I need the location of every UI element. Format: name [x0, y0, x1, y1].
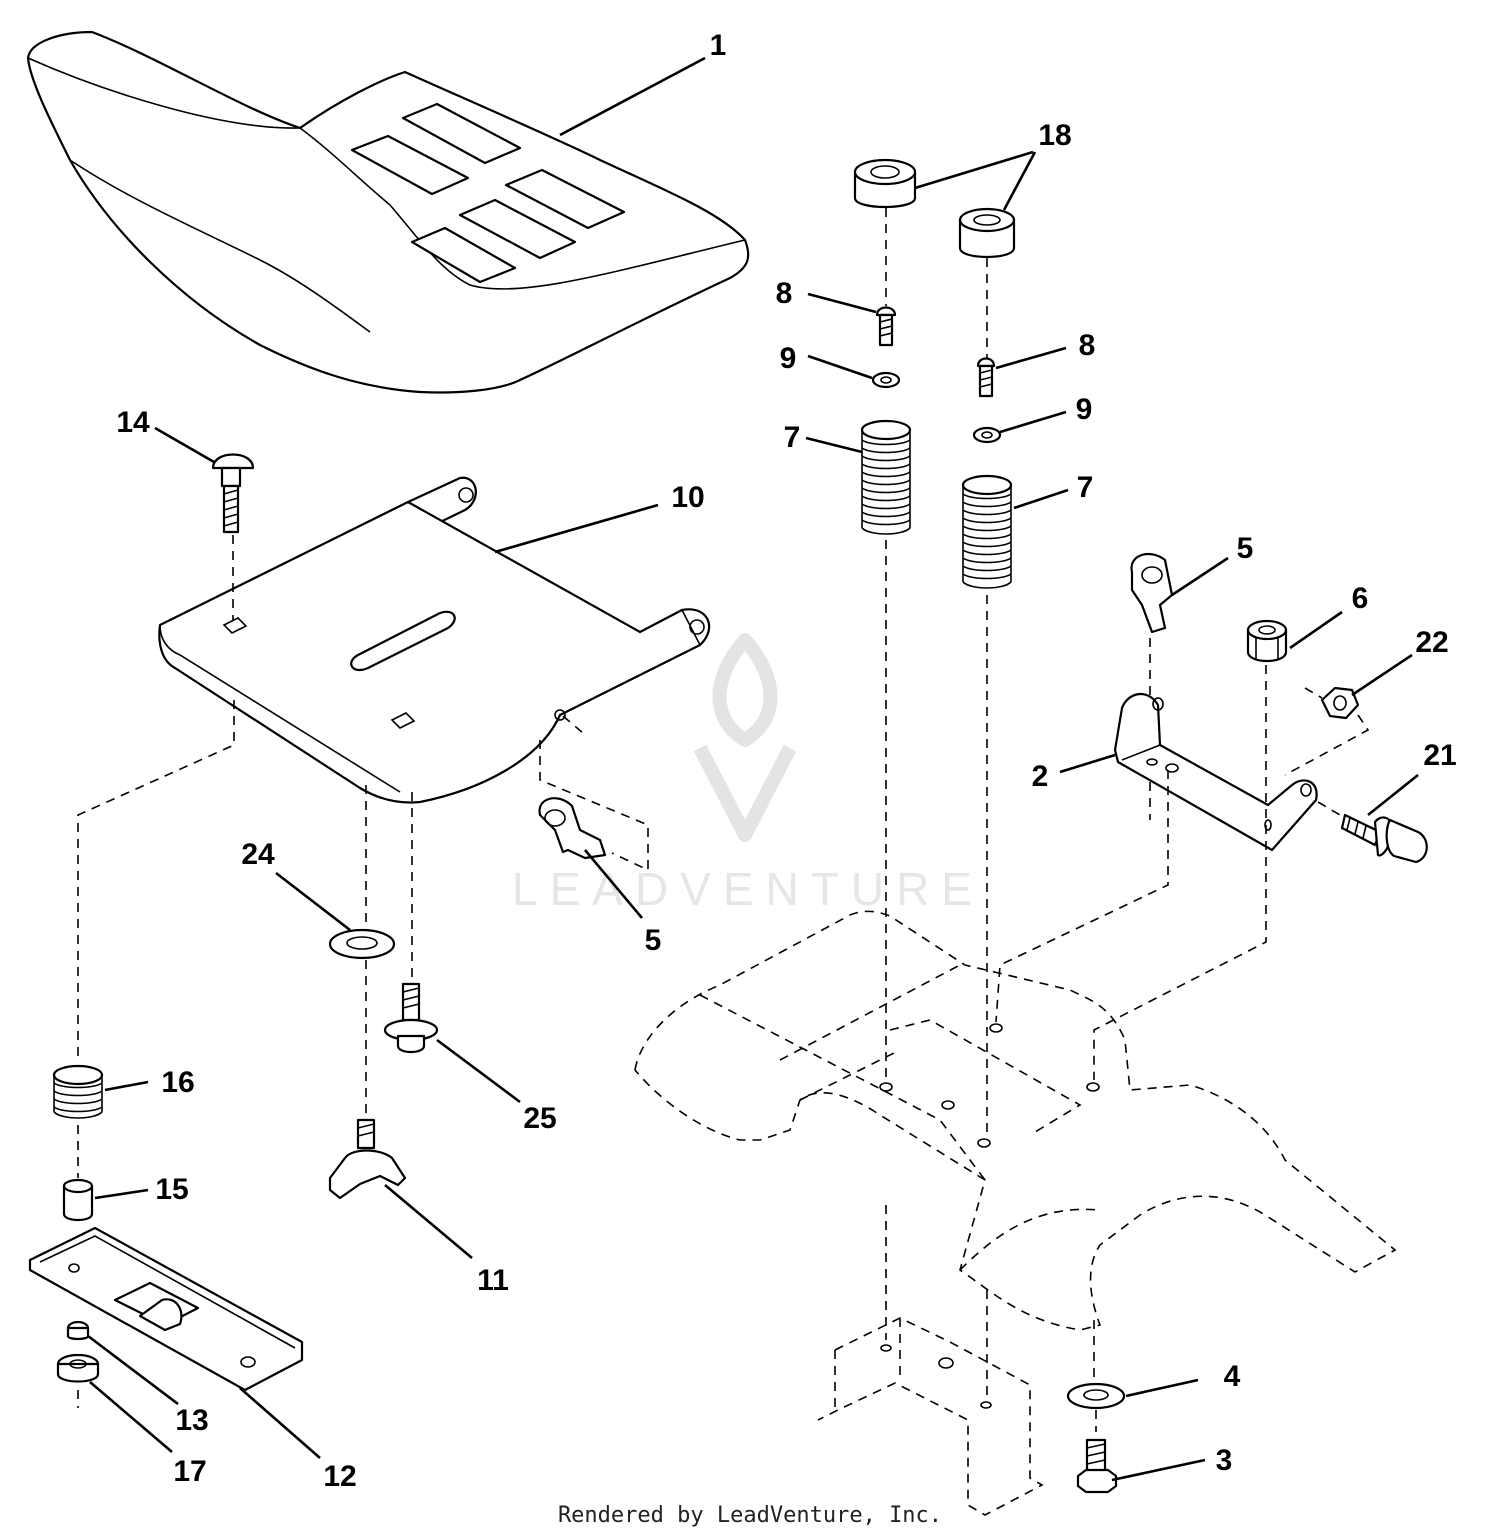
washer-part-9-right	[972, 426, 1002, 444]
callout-10: 10	[671, 481, 704, 514]
spacer-part-15	[62, 1178, 94, 1222]
flange-nut-part-17	[56, 1353, 100, 1383]
nut-part-22	[1320, 686, 1360, 720]
spacer-part-18-left	[853, 158, 917, 209]
seat-part-1	[26, 30, 750, 394]
tractor-frame-phantom	[634, 910, 1397, 1516]
callout-1: 1	[710, 29, 727, 62]
clip-part-5-left	[538, 797, 607, 860]
callout-labels: 1 18 8 8 9 9 7 7 14 10 5 6 22 2 21 5 24 …	[116, 29, 1456, 1493]
callout-18: 18	[1038, 119, 1071, 152]
callout-8-left: 8	[776, 277, 793, 310]
spring-part-7-right	[961, 474, 1013, 589]
callout-16: 16	[161, 1066, 194, 1099]
watermark-text: LEADVENTURE	[512, 863, 984, 915]
spacer-part-18-right	[958, 207, 1016, 258]
callout-7-left: 7	[784, 421, 801, 454]
callout-21: 21	[1423, 739, 1456, 772]
carriage-bolt-part-14	[211, 453, 255, 534]
callout-25: 25	[523, 1102, 556, 1135]
callout-13: 13	[175, 1404, 208, 1437]
callout-7-right: 7	[1077, 471, 1094, 504]
callout-5-right: 5	[1237, 532, 1254, 565]
screw-part-8-left	[875, 306, 897, 347]
washer-part-4	[1066, 1382, 1126, 1410]
nut-part-6	[1246, 619, 1288, 663]
callout-12: 12	[323, 1460, 356, 1493]
callout-14: 14	[116, 406, 150, 439]
nut-part-13	[66, 1320, 90, 1341]
callout-4: 4	[1224, 1360, 1241, 1393]
watermark-logo-icon	[693, 633, 797, 842]
callout-3: 3	[1216, 1444, 1233, 1477]
spring-part-16	[52, 1064, 104, 1119]
knob-part-11	[328, 1118, 407, 1200]
watermark: LEADVENTURE	[512, 633, 984, 915]
bolt-part-21	[1340, 813, 1428, 864]
seat-cushion-panels	[350, 102, 626, 284]
footer-credit: Rendered by LeadVenture, Inc.	[557, 1503, 943, 1528]
callout-8-right: 8	[1079, 329, 1096, 362]
callout-22: 22	[1415, 626, 1448, 659]
shoulder-bolt-part-25	[383, 982, 439, 1054]
plate-part-12	[28, 1226, 304, 1392]
bracket-part-2	[1113, 693, 1318, 852]
washer-part-24	[328, 928, 396, 960]
clip-part-5-right	[1130, 552, 1174, 634]
screw-part-8-right	[976, 357, 996, 398]
callout-11: 11	[477, 1264, 509, 1297]
callout-5-left: 5	[645, 924, 662, 957]
callout-17: 17	[173, 1455, 206, 1488]
bolt-part-3	[1076, 1438, 1118, 1494]
callout-9-right: 9	[1076, 393, 1093, 426]
callout-6: 6	[1352, 582, 1369, 615]
spring-part-7-left	[860, 419, 912, 535]
callout-2: 2	[1032, 760, 1049, 793]
callout-15: 15	[155, 1173, 188, 1206]
callout-9-left: 9	[780, 342, 797, 375]
seat-pan-part-10	[158, 476, 711, 804]
washer-part-9-left	[871, 371, 901, 389]
callout-24: 24	[241, 838, 275, 871]
